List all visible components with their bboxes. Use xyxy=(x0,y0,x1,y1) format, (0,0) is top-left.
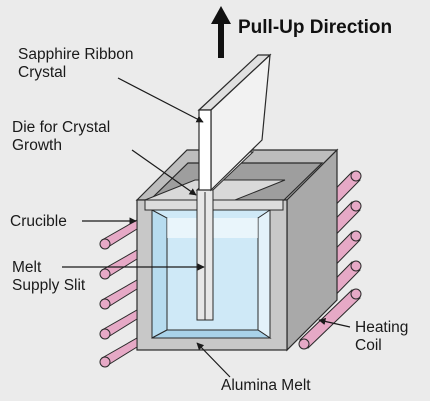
label-alumina-melt: Alumina Melt xyxy=(221,377,311,394)
label-melt-supply-slit: Melt Supply Slit xyxy=(12,259,85,295)
label-line: Growth xyxy=(12,137,62,154)
label-sapphire-ribbon-crystal: Sapphire Ribbon Crystal xyxy=(18,46,133,82)
label-crucible: Crucible xyxy=(10,213,67,230)
label-line: Supply Slit xyxy=(12,277,86,294)
label-line: Heating xyxy=(355,319,409,336)
label-line: Melt xyxy=(12,259,42,276)
label-die-for-crystal-growth: Die for Crystal Growth xyxy=(12,119,110,155)
heating-coil-left xyxy=(99,219,138,368)
label-line: Coil xyxy=(355,337,382,354)
label-heating-coil: Heating Coil xyxy=(355,319,408,355)
diagram-title: Pull-Up Direction xyxy=(238,17,393,38)
label-line: Die for Crystal xyxy=(12,119,111,136)
label-line: Crystal xyxy=(18,64,67,81)
pull-up-arrow xyxy=(211,6,231,58)
label-line: Sapphire Ribbon xyxy=(18,46,134,63)
leader-lines xyxy=(62,77,351,378)
sapphire-ribbon-crystal xyxy=(197,53,272,192)
